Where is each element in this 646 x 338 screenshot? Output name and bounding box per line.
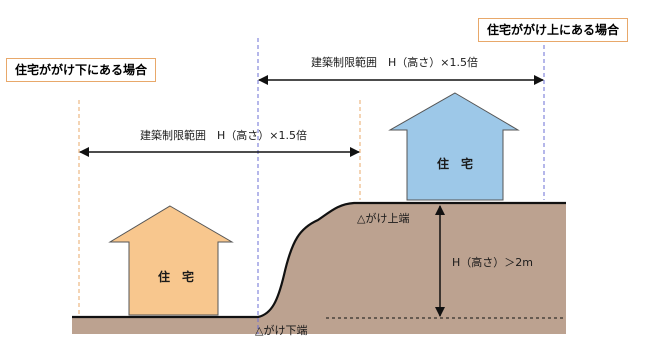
cliff-height-label: H（高さ）＞2m xyxy=(452,256,533,269)
house-lower xyxy=(108,205,234,316)
ground-surface-line xyxy=(72,201,566,319)
house-upper-label: 住 宅 xyxy=(437,157,474,171)
cliff-bottom-label: △がけ下端 xyxy=(255,324,308,337)
caption-lower-case: 住宅ががけ下にある場合 xyxy=(6,58,157,82)
cliff-top-label: △がけ上端 xyxy=(357,212,410,225)
house-lower-shape xyxy=(108,205,234,316)
caption-upper-case: 住宅ががけ上にある場合 xyxy=(478,18,629,42)
house-upper xyxy=(388,92,520,201)
range-label-lower: 建築制限範囲 H（高さ）×1.5倍 xyxy=(140,129,307,142)
range-label-upper: 建築制限範囲 H（高さ）×1.5倍 xyxy=(311,56,478,69)
house-upper-shape xyxy=(388,92,520,201)
house-lower-label: 住 宅 xyxy=(158,270,195,284)
